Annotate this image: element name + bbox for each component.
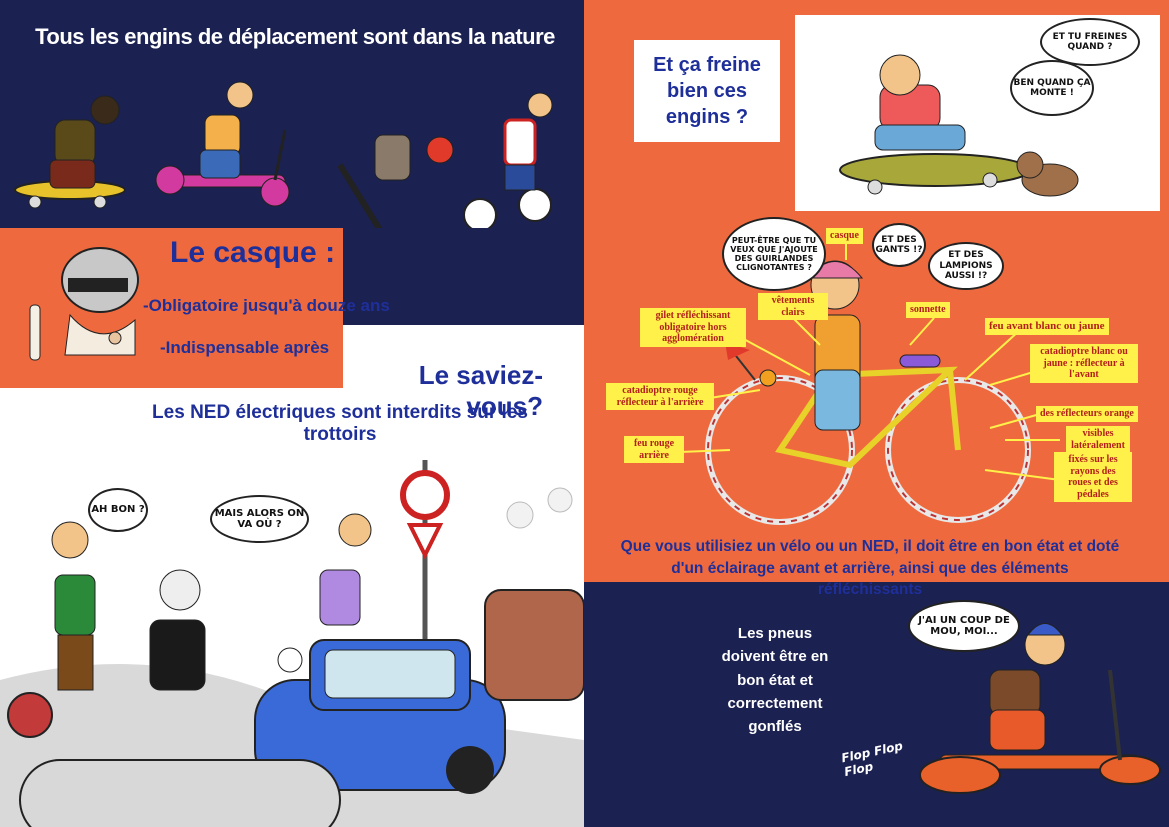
right-navy-panel: [584, 582, 1169, 827]
label-vetements: vêtements clairs: [758, 293, 828, 320]
label-reflecteurs-orange: des réflecteurs orange: [1036, 406, 1138, 422]
top-left-title: Tous les engins de déplacement sont dans…: [35, 24, 555, 49]
label-catadioptre-rouge: catadioptre rouge réflecteur à l'arrière: [606, 383, 714, 410]
speech-bubble-ah-bon: AH BON ?: [88, 488, 148, 532]
skateboarder-dog-illustration: [839, 54, 1079, 197]
speech-bubble-coup-de-mou: J'AI UN COUP DE MOU, MOI...: [908, 600, 1020, 652]
label-catadioptre-avant: catadioptre blanc ou jaune : réflecteur …: [1030, 344, 1138, 383]
label-feu-rouge: feu rouge arrière: [624, 436, 684, 463]
speech-bubble-guirlandes: PEUT-ÊTRE QUE TU VEUX QUE J'AJOUTE DES G…: [722, 217, 826, 291]
brake-question-box: [634, 40, 780, 142]
label-sonnette: sonnette: [906, 302, 950, 318]
speech-bubble-freines: ET TU FREINES QUAND ?: [1040, 18, 1140, 66]
helmet-side-band: [343, 228, 584, 325]
label-feu-avant: feu avant blanc ou jaune: [985, 318, 1109, 335]
baby-helmet-illustration: [29, 247, 139, 361]
saviez-title: Le saviez-vous?: [418, 360, 543, 421]
helmet-line1: -Obligatoire jusqu'à douze ans: [143, 296, 390, 315]
flat-tire-scooter-illustration: [919, 623, 1161, 794]
speech-bubble-gants: ET DES GANTS !?: [872, 223, 926, 267]
label-casque: casque: [826, 228, 863, 244]
label-gilet: gilet réfléchissant obligatoire hors agg…: [640, 308, 746, 347]
brake-question: Et ça freine bien ces engins ?: [653, 54, 761, 128]
saviez-subtitle: Les NED électriques sont interdits sur l…: [152, 402, 528, 445]
label-fixes: fixés sur les rayons des roues et des pé…: [1054, 452, 1132, 502]
speech-bubble-mais-alors: MAIS ALORS ON VA OÙ ?: [210, 495, 309, 543]
tires-text: Les pneus doivent être en bon état et co…: [721, 625, 829, 735]
helmet-line2: -Indispensable après: [160, 338, 330, 357]
speech-bubble-lampions: ET DES LAMPIONS AUSSI !?: [928, 242, 1004, 290]
helmet-title: Le casque :: [170, 236, 336, 269]
street-scene-illustration: [0, 460, 585, 827]
helmet-panel: [0, 228, 343, 388]
label-visibles: visibles latéralement: [1066, 426, 1130, 453]
riders-illustration: [14, 81, 553, 232]
saviez-title-bg: [343, 325, 584, 388]
speech-bubble-monte: BEN QUAND ÇA MONTE !: [1010, 60, 1094, 116]
bike-caption: Que vous utilisiez un vélo ou un NED, il…: [620, 538, 1120, 599]
